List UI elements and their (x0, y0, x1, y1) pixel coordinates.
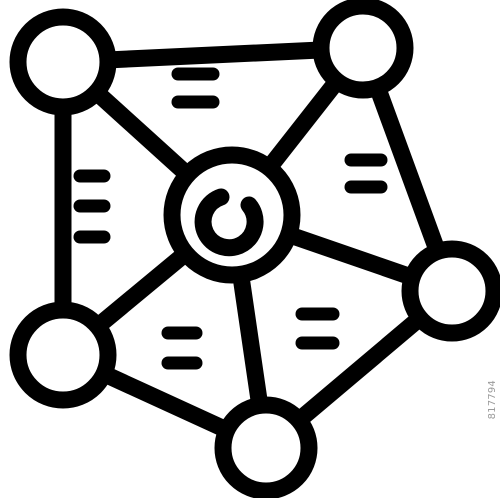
sector-left-lines (73, 169, 111, 244)
center-hub (163, 146, 301, 284)
sector-right-lines (344, 153, 388, 194)
stock-id-watermark: 817794 (487, 380, 498, 420)
hub-outer-ring (163, 146, 301, 284)
sector-bottom-right-lines (295, 307, 340, 350)
hub-inner-arc (194, 188, 264, 257)
node-bottom-left (9, 301, 117, 409)
node-bottom (214, 396, 318, 498)
node-top-left (9, 8, 117, 116)
outer-nodes (9, 0, 500, 498)
sector-top-lines (171, 67, 220, 109)
node-top-right (312, 0, 414, 99)
node-right (401, 240, 500, 342)
sector-bottom-left-lines (161, 326, 203, 370)
